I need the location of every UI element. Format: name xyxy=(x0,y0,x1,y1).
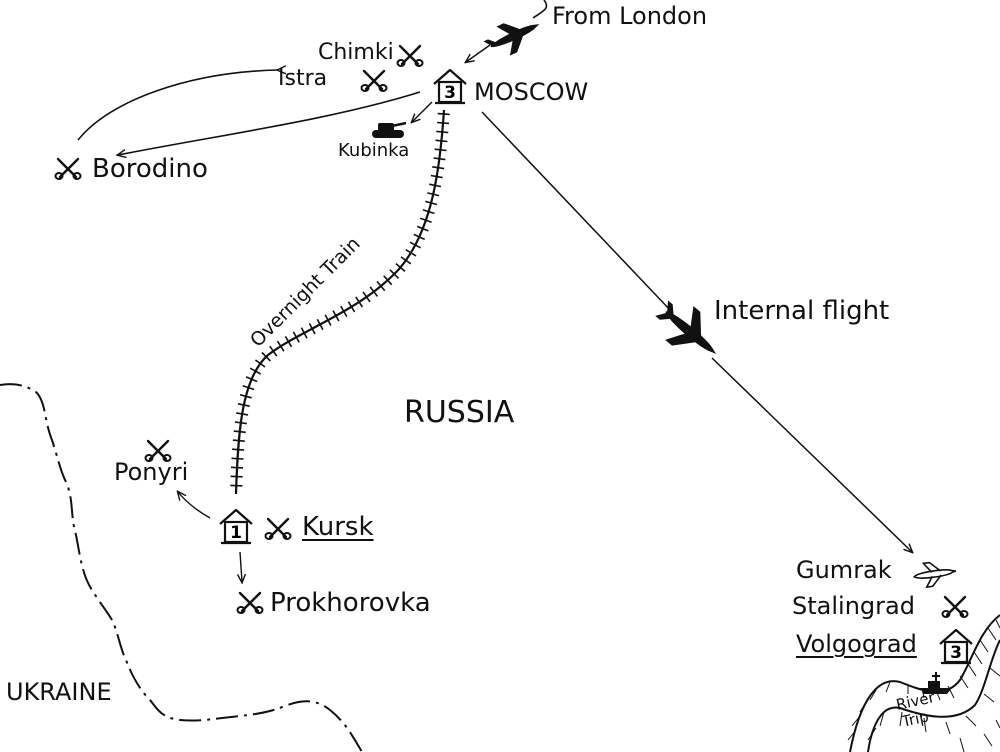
svg-text:3: 3 xyxy=(950,643,962,663)
label-borodino: Borodino xyxy=(92,154,208,184)
plane-icon xyxy=(655,300,717,354)
railway-tie xyxy=(430,174,443,179)
railway-tie xyxy=(432,166,445,170)
railway-tie xyxy=(239,394,252,399)
railway-tie xyxy=(231,457,244,460)
hotel-house-icon: 3 xyxy=(938,628,974,665)
crossed-swords-icon xyxy=(264,517,292,541)
railway-tie xyxy=(232,448,245,451)
railway-tie xyxy=(376,280,386,292)
railway-tie xyxy=(425,200,438,206)
railway-tie xyxy=(276,340,285,352)
railway-tie xyxy=(249,367,262,375)
crossed-swords-icon xyxy=(236,591,264,615)
railway-tie xyxy=(300,327,308,339)
svg-text:1: 1 xyxy=(230,523,242,543)
label-prokhorovka: Prokhorovka xyxy=(270,588,431,618)
railway-tie xyxy=(413,233,426,241)
railway-tie xyxy=(437,112,450,116)
border-line xyxy=(0,383,363,752)
label-ukraine: UKRAINE xyxy=(6,678,112,706)
label-gumrak: Gumrak xyxy=(796,556,892,584)
railway-tie xyxy=(436,130,449,134)
railway-tie xyxy=(409,241,421,249)
label-istra: Istra xyxy=(278,66,328,91)
railway-tie xyxy=(400,256,412,265)
crossed-swords-icon xyxy=(941,595,969,619)
railway-tie xyxy=(422,209,435,215)
label-moscow: MOSCOW xyxy=(474,78,589,106)
railway-tie xyxy=(340,305,348,317)
railway-tie xyxy=(435,139,448,143)
label-chimki: Chimki xyxy=(318,40,394,65)
railway-tie xyxy=(416,225,429,232)
railway-tie xyxy=(254,359,266,368)
plane-icon xyxy=(483,23,540,56)
label-ponyri: Ponyri xyxy=(114,458,189,486)
railway-tie xyxy=(437,121,450,125)
railway-tie xyxy=(242,385,255,391)
railway-tie xyxy=(292,331,300,343)
railway-tie xyxy=(369,286,379,297)
railway-tie xyxy=(308,323,316,335)
railway-tie xyxy=(433,157,446,161)
tank-icon xyxy=(372,121,407,138)
railway-tie xyxy=(347,301,356,313)
boat-icon xyxy=(920,672,952,694)
railway-tie xyxy=(232,439,245,442)
railway-tie xyxy=(269,345,278,357)
railway-tie xyxy=(429,183,442,188)
railway-tie xyxy=(230,466,244,469)
railway-tie xyxy=(324,314,332,326)
railway-tie xyxy=(427,192,440,197)
railway-tie xyxy=(237,403,250,407)
railway-tie xyxy=(233,430,246,434)
railway-tie xyxy=(245,376,258,383)
railway-tie xyxy=(419,217,432,223)
railway-tie xyxy=(383,275,393,286)
crossed-swords-icon xyxy=(54,157,82,181)
svg-text:3: 3 xyxy=(444,83,456,103)
railway-tie xyxy=(261,351,271,362)
route-label-internal-flight: Internal flight xyxy=(714,296,890,326)
label-stalingrad: Stalingrad xyxy=(792,592,915,620)
label-kursk: Kursk xyxy=(302,512,374,542)
label-kubinka: Kubinka xyxy=(338,140,410,161)
railway-tie xyxy=(362,291,371,303)
railway-tie xyxy=(234,421,247,425)
hotel-house-icon: 1 xyxy=(218,508,254,545)
railway-tie xyxy=(405,249,417,257)
railway-tie xyxy=(332,310,340,322)
river-bank-hatching xyxy=(847,619,1000,752)
crossed-swords-icon xyxy=(396,44,424,68)
label-volgograd: Volgograd xyxy=(796,630,917,658)
railway-tie xyxy=(389,269,400,279)
hotel-house-icon: 3 xyxy=(432,68,468,105)
railway-ties xyxy=(230,112,450,487)
label-from-london: From London xyxy=(552,2,708,30)
crossed-swords-icon xyxy=(360,69,388,93)
railway-tie xyxy=(284,335,293,348)
railway-tie xyxy=(395,262,406,273)
plane-icon xyxy=(913,561,957,589)
railway-tie xyxy=(316,318,324,331)
railway-tie xyxy=(434,148,447,152)
railway-tie xyxy=(236,412,249,416)
railway-tie xyxy=(355,296,364,308)
railway-tie xyxy=(230,475,243,478)
label-russia: RUSSIA xyxy=(404,395,515,430)
